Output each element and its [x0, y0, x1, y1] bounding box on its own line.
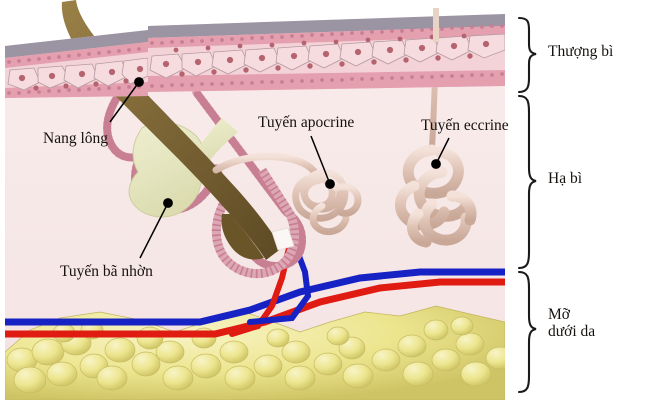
- layer-braces: [517, 16, 537, 394]
- label-apocrine-gland: Tuyến apocrine: [258, 114, 355, 131]
- eccrine-duct-pore: [433, 8, 439, 42]
- label-dermis: Hạ bì: [548, 170, 583, 187]
- leader-lines: [109, 77, 450, 259]
- label-subcutis: Mỡ dưới da: [548, 306, 638, 341]
- label-hair-follicle: Nang lông: [43, 130, 109, 147]
- hair-follicle: [103, 88, 307, 279]
- label-epidermis: Thượng bì: [548, 43, 614, 60]
- apocrine-gland: [212, 153, 362, 236]
- brace-subcutis: [517, 270, 537, 394]
- label-sebaceous-gland: Tuyến bã nhờn: [60, 263, 153, 280]
- label-eccrine-gland: Tuyến eccrine: [421, 117, 509, 134]
- subcutaneous-fat: [5, 305, 505, 400]
- label-subcutis-line1: Mỡ: [548, 306, 570, 323]
- brace-epidermis: [517, 16, 537, 94]
- epidermis-band: [5, 14, 505, 98]
- brace-dermis: [517, 94, 537, 270]
- label-subcutis-line2: dưới da: [548, 323, 596, 341]
- dermal-papilla: [271, 227, 295, 251]
